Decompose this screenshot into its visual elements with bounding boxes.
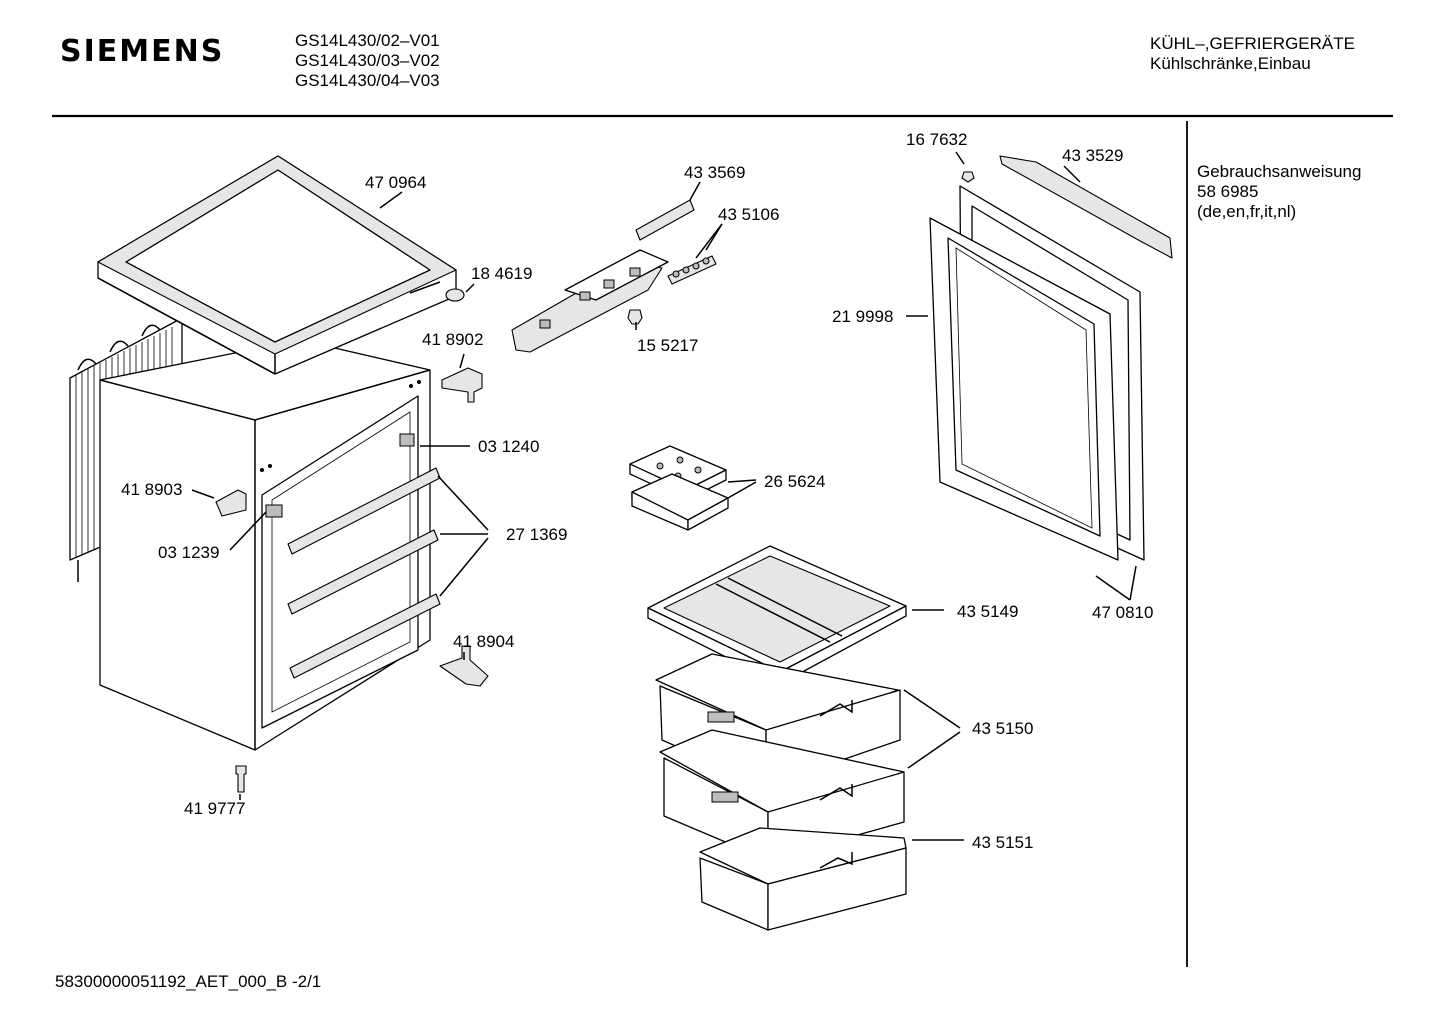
- part-label-265624: 26 5624: [764, 472, 826, 491]
- manual-number: 58 6985: [1197, 182, 1259, 201]
- part-label-219998: 21 9998: [832, 307, 894, 326]
- part-433529: [999, 155, 1173, 259]
- part-label-433529: 43 3529: [1062, 146, 1124, 165]
- part-435151: [699, 827, 907, 931]
- part-label-418903: 41 8903: [121, 480, 183, 499]
- manual-title: Gebrauchsanweisung: [1197, 162, 1362, 181]
- leader-lines: [191, 151, 1137, 841]
- model-number: GS14L430/03–V02: [295, 51, 440, 70]
- manual-languages: (de,en,fr,it,nl): [1197, 202, 1297, 221]
- part-label-418902: 41 8902: [422, 330, 484, 349]
- part-184619: [445, 288, 465, 302]
- category-main: KÜHL–,GEFRIERGERÄTE: [1150, 34, 1355, 53]
- part-label-418904: 41 8904: [453, 632, 515, 651]
- part-label-031240: 03 1240: [478, 437, 540, 456]
- part-418904: [439, 645, 489, 687]
- manual-info: Gebrauchsanweisung 58 6985 (de,en,fr,it,…: [1197, 162, 1361, 222]
- part-265624: [629, 445, 729, 531]
- part-031239: [265, 504, 283, 518]
- part-418903: [215, 489, 247, 517]
- document-code: 58300000051192_AET_000_B -2/1: [55, 972, 322, 991]
- part-label-031239: 03 1239: [158, 543, 220, 562]
- part-label-470964: 47 0964: [365, 173, 427, 192]
- part-219998: [929, 217, 1119, 561]
- part-419777: [235, 765, 247, 793]
- cabinet-body: [99, 339, 431, 751]
- part-433569: [635, 199, 695, 241]
- shelf-rails: [287, 467, 441, 679]
- part-label-435106: 43 5106: [718, 205, 780, 224]
- control-panel: [511, 249, 669, 353]
- part-label-167632: 16 7632: [906, 130, 968, 149]
- part-031240: [399, 433, 415, 447]
- part-435106: [667, 255, 717, 285]
- part-label-435150: 43 5150: [972, 719, 1034, 738]
- part-label-419777: 41 9777: [184, 799, 246, 818]
- part-155217: [627, 309, 643, 325]
- part-label-184619: 18 4619: [471, 264, 533, 283]
- part-label-435149: 43 5149: [957, 602, 1019, 621]
- model-number: GS14L430/02–V01: [295, 31, 440, 50]
- model-number: GS14L430/04–V03: [295, 71, 440, 90]
- part-418902: [441, 367, 483, 403]
- part-167632: [961, 171, 975, 183]
- category: KÜHL–,GEFRIERGERÄTE Kühlschränke,Einbau: [1150, 34, 1355, 74]
- top-cover: [97, 155, 457, 375]
- part-435149: [647, 545, 907, 685]
- model-list: GS14L430/02–V01 GS14L430/03–V02 GS14L430…: [295, 31, 440, 91]
- category-sub: Kühlschränke,Einbau: [1150, 54, 1311, 73]
- part-label-435151: 43 5151: [972, 833, 1034, 852]
- brand-logo: SIEMENS: [60, 34, 225, 69]
- part-label-433569: 43 3569: [684, 163, 746, 182]
- part-label-470810: 47 0810: [1092, 603, 1154, 622]
- part-label-155217: 15 5217: [637, 336, 699, 355]
- part-label-271369: 27 1369: [506, 525, 568, 544]
